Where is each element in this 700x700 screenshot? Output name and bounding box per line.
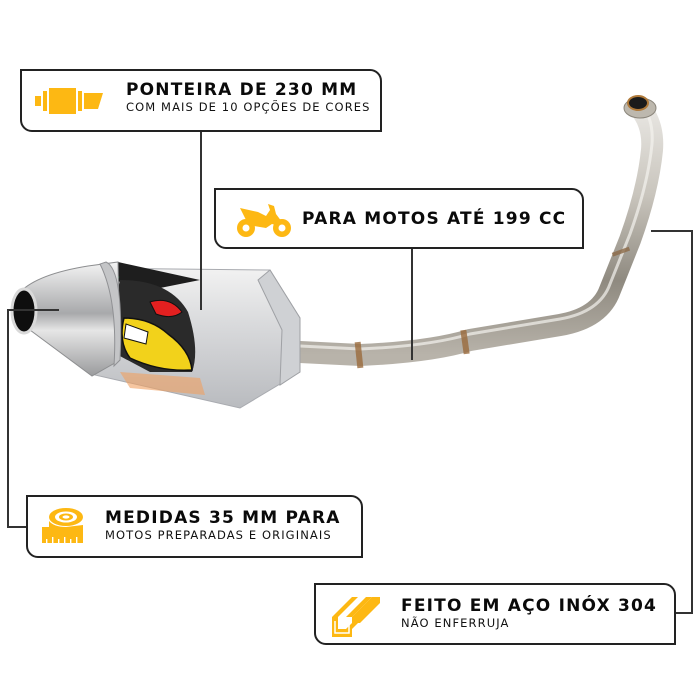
connector-line-medidas-h2 (7, 526, 27, 528)
callout-title: FEITO EM AÇO INÓX 304 (401, 596, 658, 616)
connector-line-aco-h2 (676, 612, 693, 614)
connector-line-tip (200, 130, 202, 310)
connector-line-medidas-h1 (7, 309, 59, 311)
callout-title: PONTEIRA DE 230 MM (126, 80, 358, 100)
callout-stainless-steel: FEITO EM AÇO INÓX 304 NÃO ENFERRUJA (314, 583, 676, 645)
connector-line-aco-v (691, 230, 693, 614)
measuring-tape-icon (42, 508, 83, 543)
motorcycle-icon (237, 204, 291, 237)
muffler-icon (35, 88, 103, 114)
connector-line-medidas-v (7, 309, 9, 528)
callout-subtitle: MOTOS PREPARADAS E ORIGINAIS (105, 528, 332, 542)
steel-channel-icon (332, 597, 380, 637)
callout-title: MEDIDAS 35 MM PARA (105, 508, 341, 528)
callout-title: PARA MOTOS ATÉ 199 CC (302, 209, 567, 229)
callout-measurements: MEDIDAS 35 MM PARA MOTOS PREPARADAS E OR… (26, 495, 363, 558)
connector-line-motos (411, 248, 413, 360)
connector-line-aco-h1 (651, 230, 693, 232)
callout-subtitle: NÃO ENFERRUJA (401, 616, 510, 630)
callout-motorcycle-compat: PARA MOTOS ATÉ 199 CC (214, 188, 584, 249)
callout-tip-length: PONTEIRA DE 230 MM COM MAIS DE 10 OPÇÕES… (20, 69, 382, 132)
callout-subtitle: COM MAIS DE 10 OPÇÕES DE CORES (126, 100, 371, 114)
